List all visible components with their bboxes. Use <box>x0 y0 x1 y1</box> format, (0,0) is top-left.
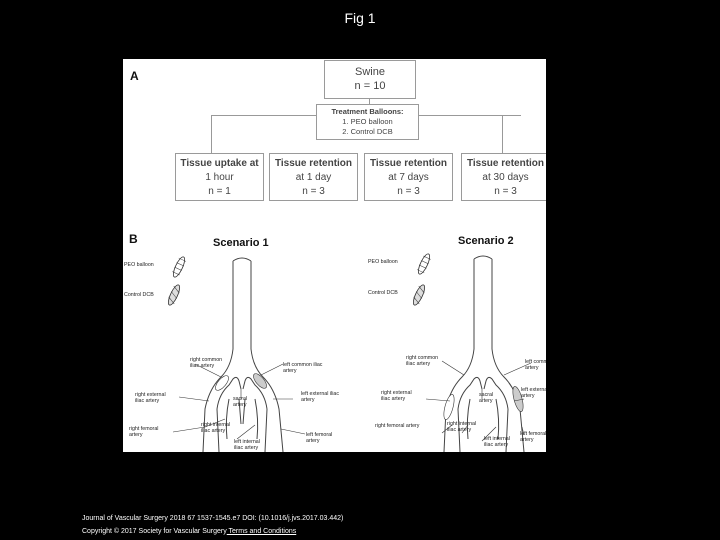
connector-root <box>369 99 370 105</box>
root-line-2: n = 10 <box>354 80 386 92</box>
group-3-line-2: at 7 days <box>388 172 429 183</box>
treatment-item-2: 2. Control DCB <box>342 127 393 136</box>
scenario-2-label-right-femoral: right femoral artery <box>375 423 420 429</box>
scenario-2-treated-segment-left <box>512 386 524 412</box>
copyright-text: Copyright © 2017 Society for Vascular Su… <box>82 528 227 535</box>
scenario-2-leader-lines <box>425 360 532 442</box>
group-4-line-2: at 30 days <box>482 172 529 183</box>
group-1-line-1: Tissue uptake at <box>180 158 259 169</box>
scenario-1-vessel-diagram <box>167 256 306 452</box>
group-2-line-1: Tissue retention <box>274 158 353 169</box>
group-box-1: Tissue uptake at 1 hour n = 1 <box>175 153 264 201</box>
figure-panel: A Swine n = 10 Treatment Balloons: 1. PE… <box>123 59 546 452</box>
scenario-2-title: Scenario 2 <box>458 235 514 247</box>
scenario-1-dcb-balloon-icon <box>167 284 181 306</box>
scenario-1-label-left-femoral: left femoral artery <box>306 432 333 444</box>
group-4-line-1: Tissue retention <box>466 158 545 169</box>
scenario-1-treated-segment-right <box>215 375 229 391</box>
scenario-2-vessel-diagram <box>412 253 532 452</box>
scenario-2-label-left-common: left common iliac artery <box>525 359 546 371</box>
scenario-2-label-right-internal: right internal iliac artery <box>447 421 477 433</box>
connector-group-4 <box>502 115 503 153</box>
group-3-line-3: n = 3 <box>397 186 420 197</box>
group-2-line-3: n = 3 <box>302 186 325 197</box>
scenario-2-legend-peo: PEO balloon <box>368 259 398 265</box>
connector-group-1 <box>211 115 212 153</box>
citation: Journal of Vascular Surgery 2018 67 1537… <box>82 515 344 522</box>
scenario-1-label-right-internal: right internal iliac artery <box>201 422 231 434</box>
treatment-item-1: 1. PEO balloon <box>342 117 393 126</box>
panel-b-letter: B <box>129 232 138 246</box>
scenario-2-label-left-femoral: left femoral artery <box>520 431 546 443</box>
group-box-4: Tissue retention at 30 days n = 3 <box>461 153 546 201</box>
scenario-2-label-right-common: right common iliac artery <box>406 355 439 367</box>
scenario-1-label-left-common: left common iliac artery <box>283 362 323 374</box>
scenario-1-label-left-external: left external iliac artery <box>301 391 339 403</box>
group-1-line-3: n = 1 <box>208 186 231 197</box>
group-box-2: Tissue retention at 1 day n = 3 <box>269 153 358 201</box>
scenario-2-label-right-external: right external iliac artery <box>381 390 412 402</box>
panel-a-letter: A <box>130 69 139 83</box>
scenario-1-legend-dcb: Control DCB <box>124 292 154 298</box>
scenario-1-label-right-external: right external iliac artery <box>135 392 166 404</box>
group-1-line-2: 1 hour <box>205 172 234 183</box>
treatment-title: Treatment Balloons: <box>331 107 404 116</box>
scenario-2-treated-segment-right <box>443 394 455 420</box>
scenario-2-peo-balloon-icon <box>416 253 431 275</box>
scenario-1-peo-balloon-icon <box>172 256 187 278</box>
scenario-1-treated-segment-left <box>253 373 267 389</box>
treatment-box: Treatment Balloons: 1. PEO balloon 2. Co… <box>316 104 419 140</box>
scenario-1-leader-lines <box>172 363 306 440</box>
scenario-1-label-right-common: right common iliac artery <box>190 357 223 369</box>
scenario-2-label-sacral: sacral artery <box>479 392 494 404</box>
scenario-2-label-left-external: left external iliac artery <box>521 387 546 399</box>
scenario-2-label-left-internal: left internal iliac artery <box>484 436 510 448</box>
group-3-line-1: Tissue retention <box>369 158 448 169</box>
scenario-1-label-sacral: sacral artery <box>233 396 248 408</box>
root-line-1: Swine <box>355 66 385 78</box>
scenario-2-legend-dcb: Control DCB <box>368 290 398 296</box>
group-2-line-2: at 1 day <box>295 172 332 183</box>
scenario-2-dcb-balloon-icon <box>412 284 426 306</box>
scenario-1-arteries <box>202 257 284 452</box>
terms-link[interactable]: Terms and Conditions <box>226 528 297 535</box>
root-box: Swine n = 10 <box>324 60 416 99</box>
scenario-1-label-right-femoral: right femoral artery <box>129 426 159 438</box>
copyright-line: Copyright © 2017 Society for Vascular Su… <box>82 528 296 535</box>
group-4-line-3: n = 3 <box>494 186 517 197</box>
scenario-1-label-left-internal: left internal iliac artery <box>234 439 260 451</box>
slide-title: Fig 1 <box>344 10 376 26</box>
scenario-1-title: Scenario 1 <box>213 237 269 249</box>
group-box-3: Tissue retention at 7 days n = 3 <box>364 153 453 201</box>
scenario-1-legend-peo: PEO balloon <box>124 262 154 268</box>
